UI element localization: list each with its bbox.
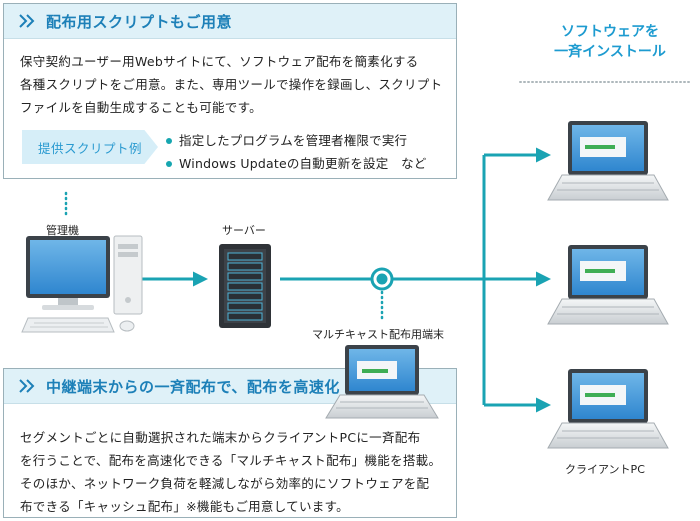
server-icon <box>219 244 271 328</box>
client-pc-label: クライアントPC <box>565 463 645 476</box>
install-title: ソフトウェアを 一斉インストール <box>554 24 666 60</box>
server-label: サーバー <box>222 224 266 237</box>
bullet-dot-icon <box>166 138 172 144</box>
script-info-panel: 配布用スクリプトもご用意 保守契約ユーザー用Webサイトにて、ソフトウェア配布を… <box>3 3 457 179</box>
client-laptop-icon-top <box>547 121 669 201</box>
script-panel-title: 配布用スクリプトもご用意 <box>46 12 233 31</box>
multicast-panel-title: 中継端末からの一斉配布で、配布を高速化 <box>46 377 340 396</box>
example-scripts-tag: 提供スクリプト例 <box>22 130 158 164</box>
admin-machine-label: 管理機 <box>46 224 79 237</box>
multicast-panel-description: セグメントごとに自動選択された端末からクライアントPCに一斉配布 を行うことで、… <box>20 430 442 514</box>
example-script-item: Windows Updateの自動更新を設定 など <box>166 152 427 175</box>
admin-pc-icon <box>21 235 143 333</box>
example-scripts-list: 指定したプログラムを管理者権限で実行 Windows Updateの自動更新を設… <box>166 129 427 175</box>
double-chevron-icon <box>19 14 35 28</box>
multicast-node-dot <box>376 273 388 285</box>
example-script-item: 指定したプログラムを管理者権限で実行 <box>166 129 427 152</box>
multicast-terminal-label: マルチキャスト配布用端末 <box>312 328 444 341</box>
bullet-dot-icon <box>166 161 172 167</box>
double-chevron-icon <box>19 379 35 393</box>
multicast-laptop-icon <box>325 345 439 419</box>
script-panel-description: 保守契約ユーザー用Webサイトにて、ソフトウェア配布を簡素化する 各種スクリプト… <box>20 54 443 115</box>
client-laptop-icon-bottom <box>547 369 669 449</box>
client-laptop-icon-middle <box>547 245 669 325</box>
script-panel-header: 配布用スクリプトもご用意 <box>4 4 456 39</box>
